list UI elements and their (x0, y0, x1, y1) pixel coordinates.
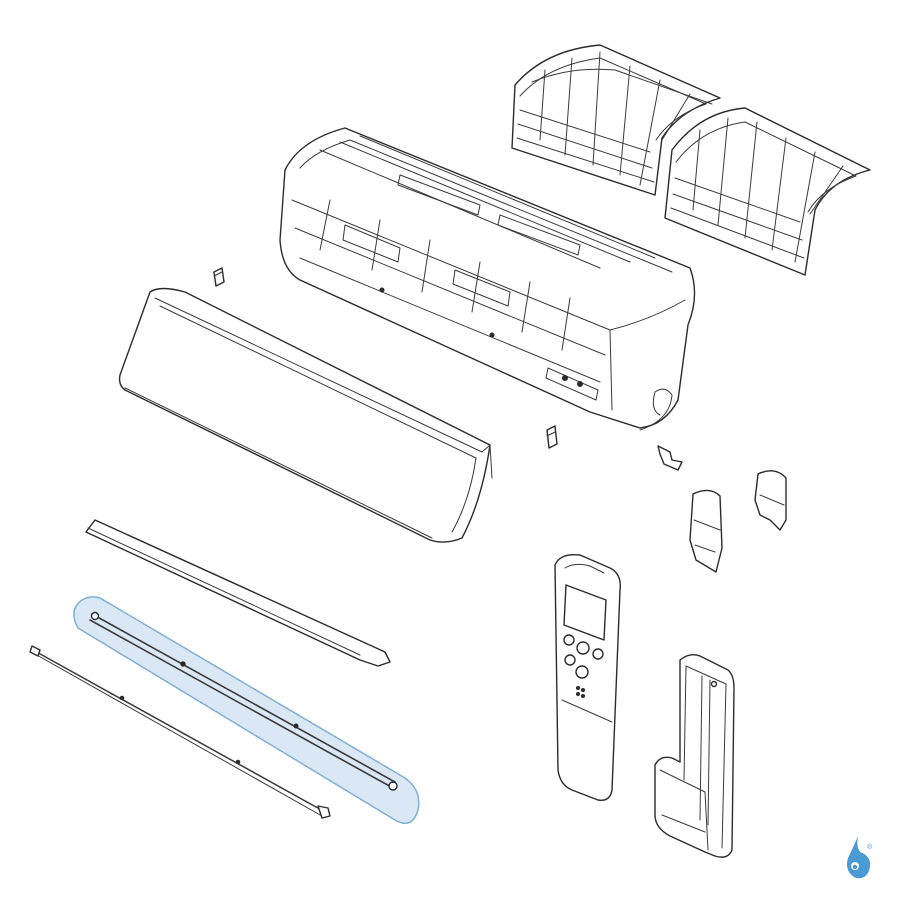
remote-button[interactable] (563, 634, 575, 646)
front-panel[interactable] (118, 287, 493, 543)
air-filter-left[interactable] (511, 44, 721, 196)
remote-button[interactable] (592, 648, 604, 660)
brand-registered-mark: ® (867, 844, 873, 851)
remote-button[interactable] (575, 665, 589, 679)
remote-button[interactable] (564, 654, 576, 666)
horizontal-louver[interactable] (85, 519, 391, 667)
louver-linkage-rod[interactable] (29, 645, 331, 819)
panel-hinge-left[interactable] (213, 267, 225, 287)
remote-holder[interactable] (654, 653, 735, 858)
remote-screen (563, 584, 607, 641)
side-cover-left[interactable] (689, 489, 723, 573)
remote-control[interactable] (554, 554, 621, 801)
water-drop-logo-icon (847, 836, 871, 879)
remote-button[interactable] (576, 641, 590, 655)
air-filter-right[interactable] (664, 107, 871, 276)
side-cover-right[interactable] (754, 470, 787, 531)
louver-shaft[interactable] (89, 611, 398, 791)
panel-hinge-right[interactable] (546, 425, 558, 449)
indoor-unit-chassis[interactable] (279, 127, 696, 431)
bracket-clip[interactable] (657, 445, 683, 471)
louver-shaft-highlight[interactable] (73, 596, 420, 825)
